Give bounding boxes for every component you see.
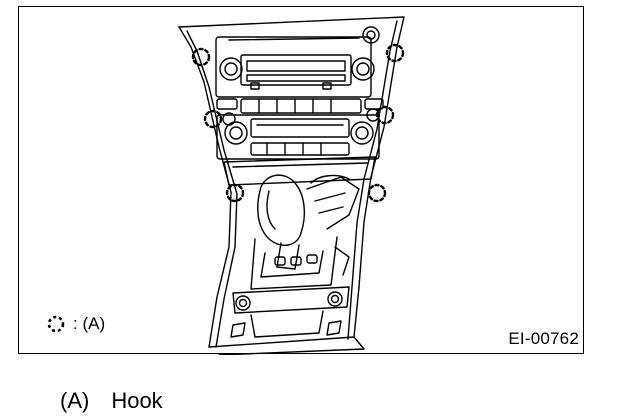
- hook-clip-icon: [225, 183, 245, 203]
- storage-tray: [223, 156, 376, 186]
- hook-clip-icon: [375, 105, 395, 125]
- console-panel-outline: [178, 16, 405, 355]
- legend-label: : (A): [73, 314, 106, 333]
- caption-text: Hook: [111, 388, 163, 413]
- lower-trim: [230, 286, 350, 338]
- diagram-frame: : (A) EI-00762: [18, 6, 584, 355]
- center-console-illustration: [178, 16, 405, 355]
- hook-clip-icon: [191, 47, 211, 67]
- hook-locations: [191, 43, 405, 203]
- caption-label: (A): [60, 388, 90, 413]
- climate-control-unit: [216, 114, 380, 160]
- hook-clip-icon: [47, 315, 65, 333]
- hook-clip-icon: [385, 43, 405, 63]
- hook-clip-icon: [203, 109, 223, 129]
- shift-lever: [250, 174, 360, 290]
- figure-caption: (A) Hook: [60, 388, 163, 414]
- figure-reference-code: EI-00762: [508, 329, 579, 348]
- audio-unit: [215, 26, 380, 98]
- button-row: [216, 98, 384, 126]
- hook-clip-icon: [367, 183, 387, 203]
- legend: : (A): [45, 313, 105, 335]
